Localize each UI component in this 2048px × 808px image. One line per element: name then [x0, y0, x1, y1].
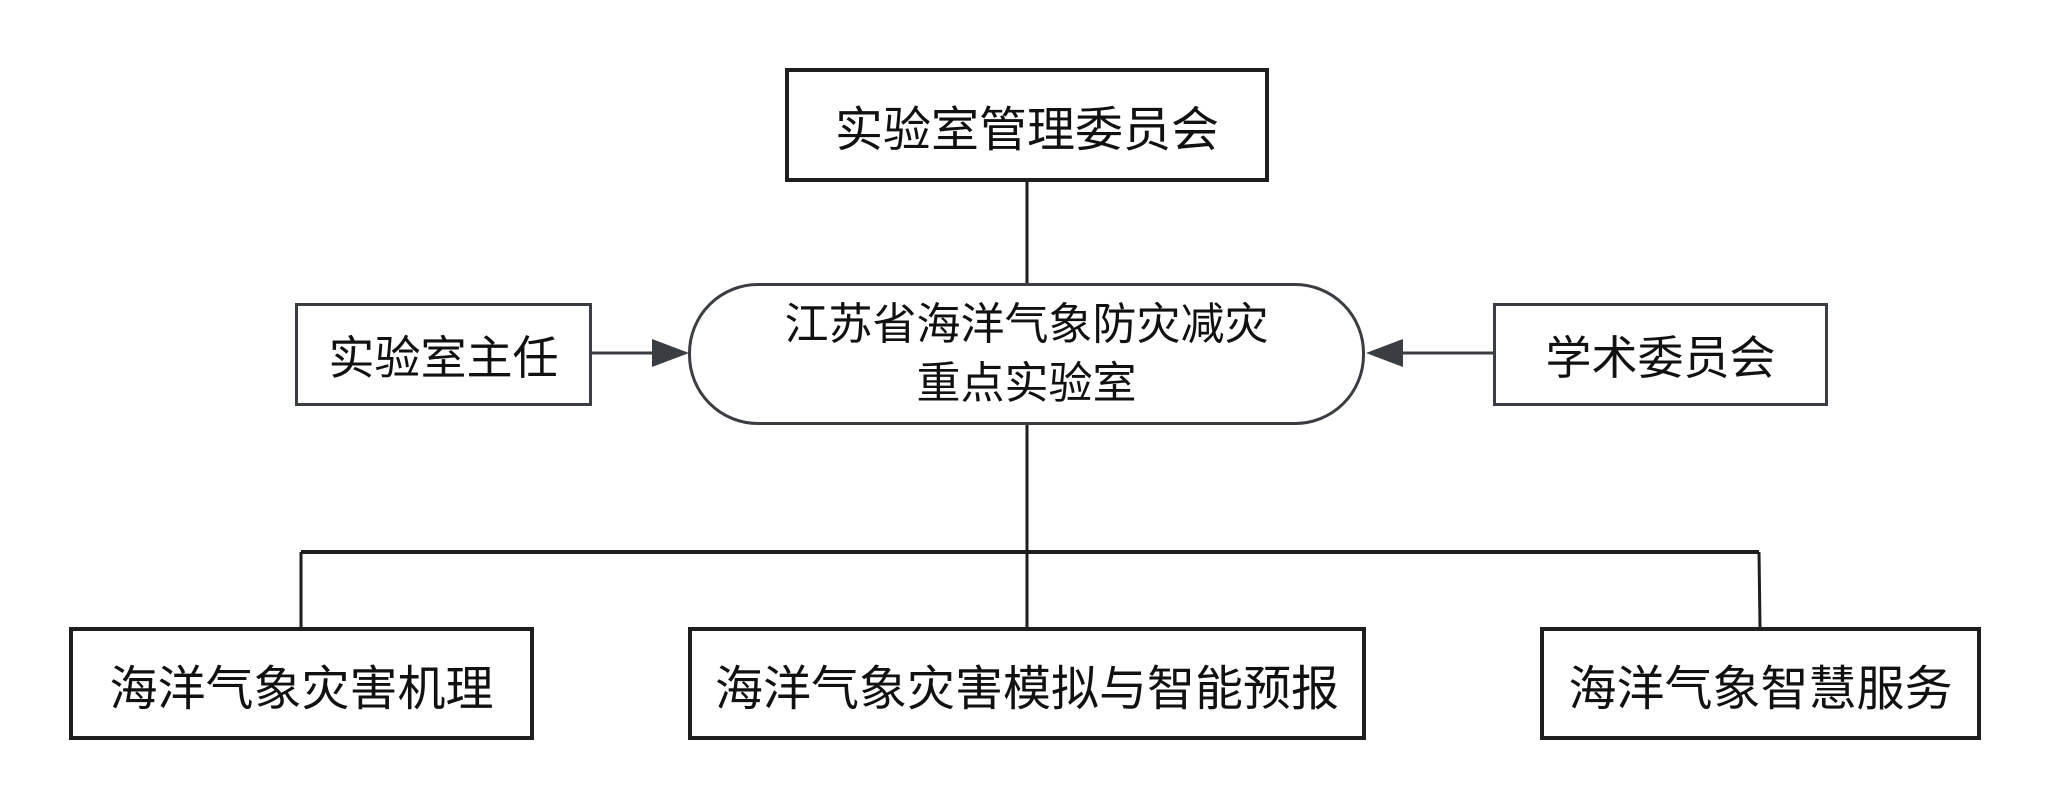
node-key-laboratory: 江苏省海洋气象防灾减灾 重点实验室	[688, 283, 1365, 425]
node-label-line2: 重点实验室	[916, 358, 1137, 409]
node-simulation-forecast: 海洋气象灾害模拟与智能预报	[688, 627, 1366, 740]
node-management-committee: 实验室管理委员会	[785, 68, 1269, 182]
node-label: 实验室主任	[328, 330, 559, 385]
node-label: 学术委员会	[1545, 330, 1776, 385]
bus-drop-service	[1757, 551, 1762, 628]
node-label: 实验室管理委员会	[834, 102, 1219, 158]
node-label-line1: 江苏省海洋气象防灾减灾	[784, 298, 1269, 350]
node-smart-service: 海洋气象智慧服务	[1540, 627, 1981, 740]
node-disaster-mechanism: 海洋气象灾害机理	[69, 627, 534, 740]
arrowhead-right-icon	[1366, 339, 1403, 367]
node-label: 海洋气象智慧服务	[1568, 660, 1953, 717]
arrowhead-left-icon	[652, 339, 689, 367]
node-label: 海洋气象灾害机理	[109, 660, 494, 717]
node-academic-committee: 学术委员会	[1493, 303, 1828, 406]
node-lab-director: 实验室主任	[295, 303, 592, 406]
node-label: 海洋气象灾害模拟与智能预报	[714, 660, 1339, 717]
